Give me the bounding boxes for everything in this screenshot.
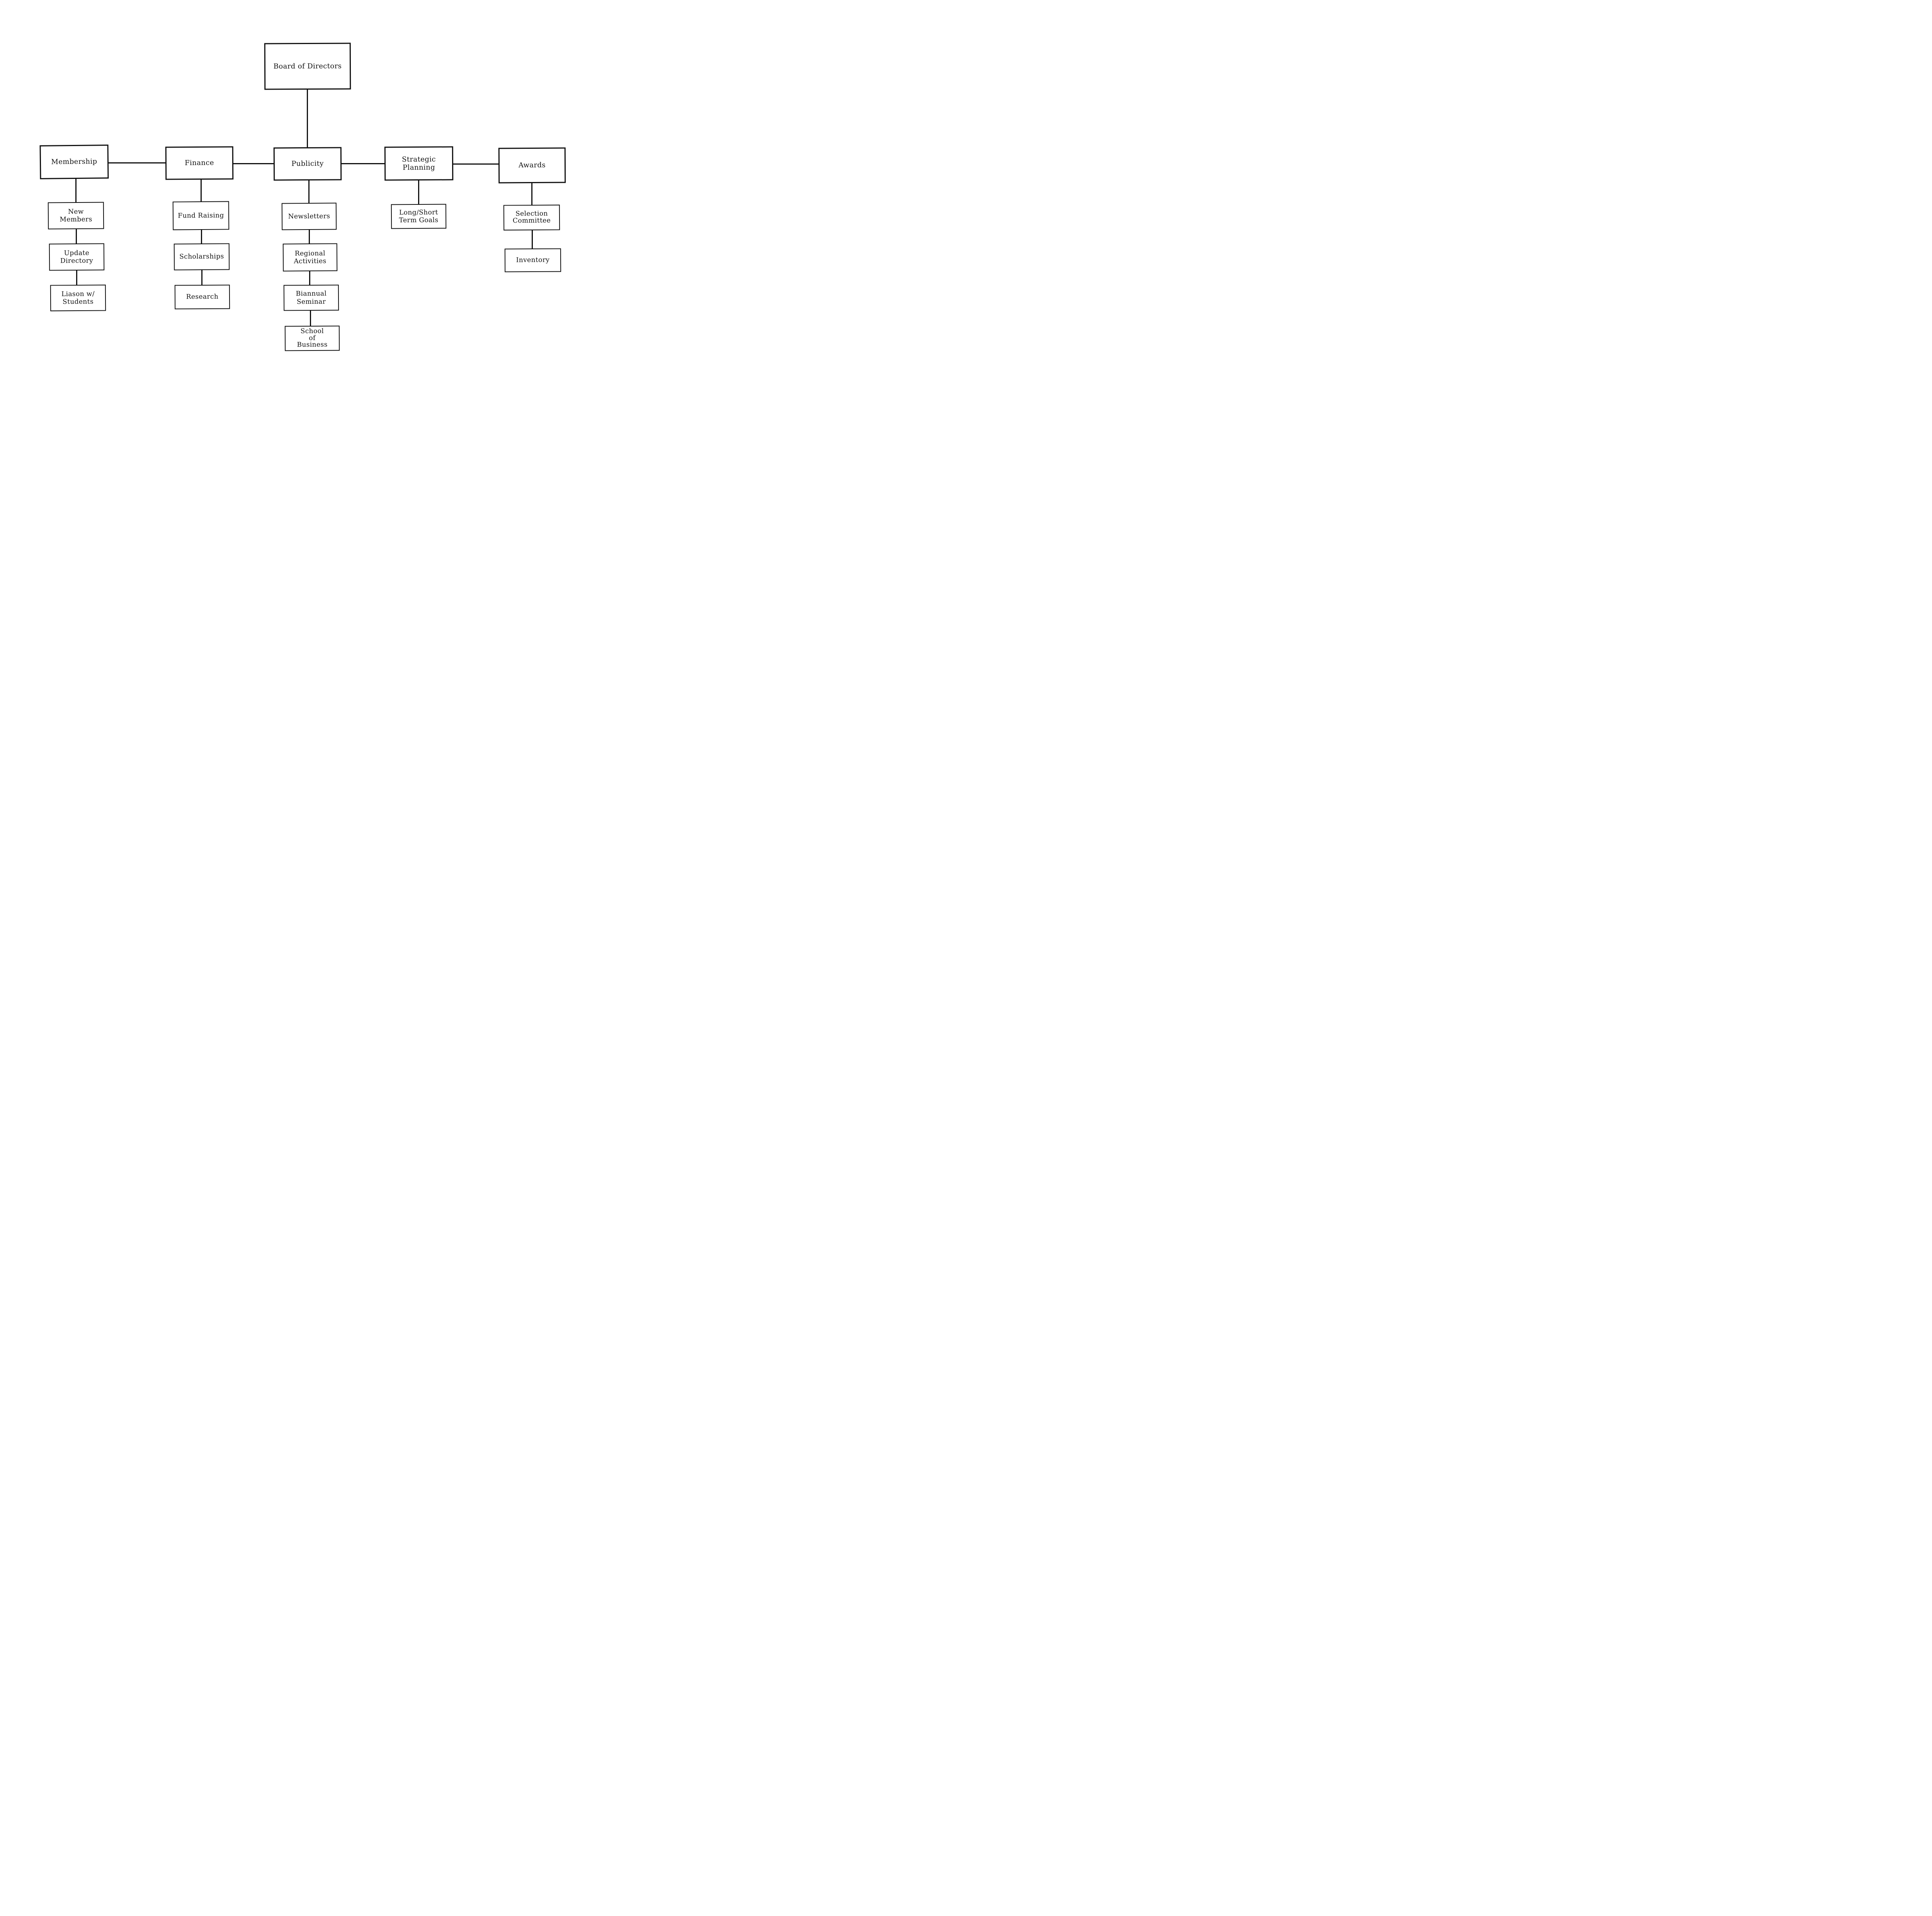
node-finance: Finance bbox=[165, 146, 234, 180]
node-liason-w-students: Liason w/ Students bbox=[50, 284, 106, 311]
node-label: Research bbox=[186, 293, 219, 301]
node-new-members: New Members bbox=[48, 202, 104, 230]
node-label: Inventory bbox=[516, 256, 550, 264]
org-chart-canvas: Board of Directors Membership Finance Pu… bbox=[0, 0, 606, 467]
connector-fundraising-scholarships bbox=[201, 229, 202, 244]
connector-newmembers-updatedirectory bbox=[76, 228, 77, 244]
node-label: Finance bbox=[185, 159, 214, 167]
node-newsletters: Newsletters bbox=[281, 202, 337, 230]
node-label: Strategic Planning bbox=[402, 155, 436, 172]
connector-biannual-school bbox=[310, 310, 311, 327]
node-publicity: Publicity bbox=[273, 147, 342, 181]
node-board-of-directors: Board of Directors bbox=[264, 43, 351, 90]
node-membership: Membership bbox=[39, 145, 109, 179]
node-label: Fund Raising bbox=[178, 211, 224, 220]
node-label: New Members bbox=[60, 208, 92, 224]
node-label: School of Business bbox=[297, 327, 328, 349]
connector-selection-inventory bbox=[532, 230, 533, 249]
node-label: Scholarships bbox=[179, 253, 224, 261]
connector-newsletters-regional bbox=[309, 229, 310, 244]
node-scholarships: Scholarships bbox=[173, 243, 230, 271]
node-biannual-seminar: Biannual Seminar bbox=[283, 284, 339, 311]
connector-finance-fundraising bbox=[201, 179, 202, 202]
node-label: Awards bbox=[518, 161, 546, 170]
node-update-directory: Update Directory bbox=[49, 243, 105, 271]
connector-strategic-goals bbox=[418, 180, 419, 205]
node-label: Membership bbox=[51, 157, 97, 166]
node-inventory: Inventory bbox=[504, 248, 561, 272]
node-label: Board of Directors bbox=[273, 62, 342, 71]
connector-membership-newmembers bbox=[75, 178, 77, 202]
connector-scholarships-research bbox=[201, 269, 202, 286]
node-label: Long/Short Term Goals bbox=[399, 208, 439, 225]
node-label: Biannual Seminar bbox=[296, 290, 327, 306]
connector-publicity-strategic bbox=[341, 163, 385, 164]
node-label: Regional Activities bbox=[294, 249, 327, 265]
node-selection-committee: Selection Committee bbox=[503, 204, 560, 231]
connector-membership-finance bbox=[108, 162, 166, 163]
node-fund-raising: Fund Raising bbox=[172, 201, 230, 230]
node-label: Newsletters bbox=[288, 212, 330, 221]
node-label: Publicity bbox=[291, 160, 324, 168]
connector-publicity-newsletters bbox=[308, 180, 310, 204]
connector-board-publicity bbox=[307, 89, 308, 148]
connector-awards-selection bbox=[531, 182, 532, 206]
node-label: Liason w/ Students bbox=[61, 290, 95, 306]
connector-strategic-awards bbox=[452, 163, 499, 165]
connector-regional-biannual bbox=[309, 271, 310, 286]
node-strategic-planning: Strategic Planning bbox=[384, 146, 454, 181]
node-long-short-term-goals: Long/Short Term Goals bbox=[391, 204, 447, 229]
node-regional-activities: Regional Activities bbox=[282, 243, 338, 272]
node-research: Research bbox=[174, 284, 230, 310]
connector-finance-publicity bbox=[233, 163, 274, 164]
node-school-of-business: School of Business bbox=[284, 325, 340, 351]
connector-updatedirectory-liason bbox=[76, 270, 77, 286]
node-label: Update Directory bbox=[60, 249, 94, 265]
node-awards: Awards bbox=[498, 147, 566, 184]
node-label: Selection Committee bbox=[512, 209, 551, 225]
